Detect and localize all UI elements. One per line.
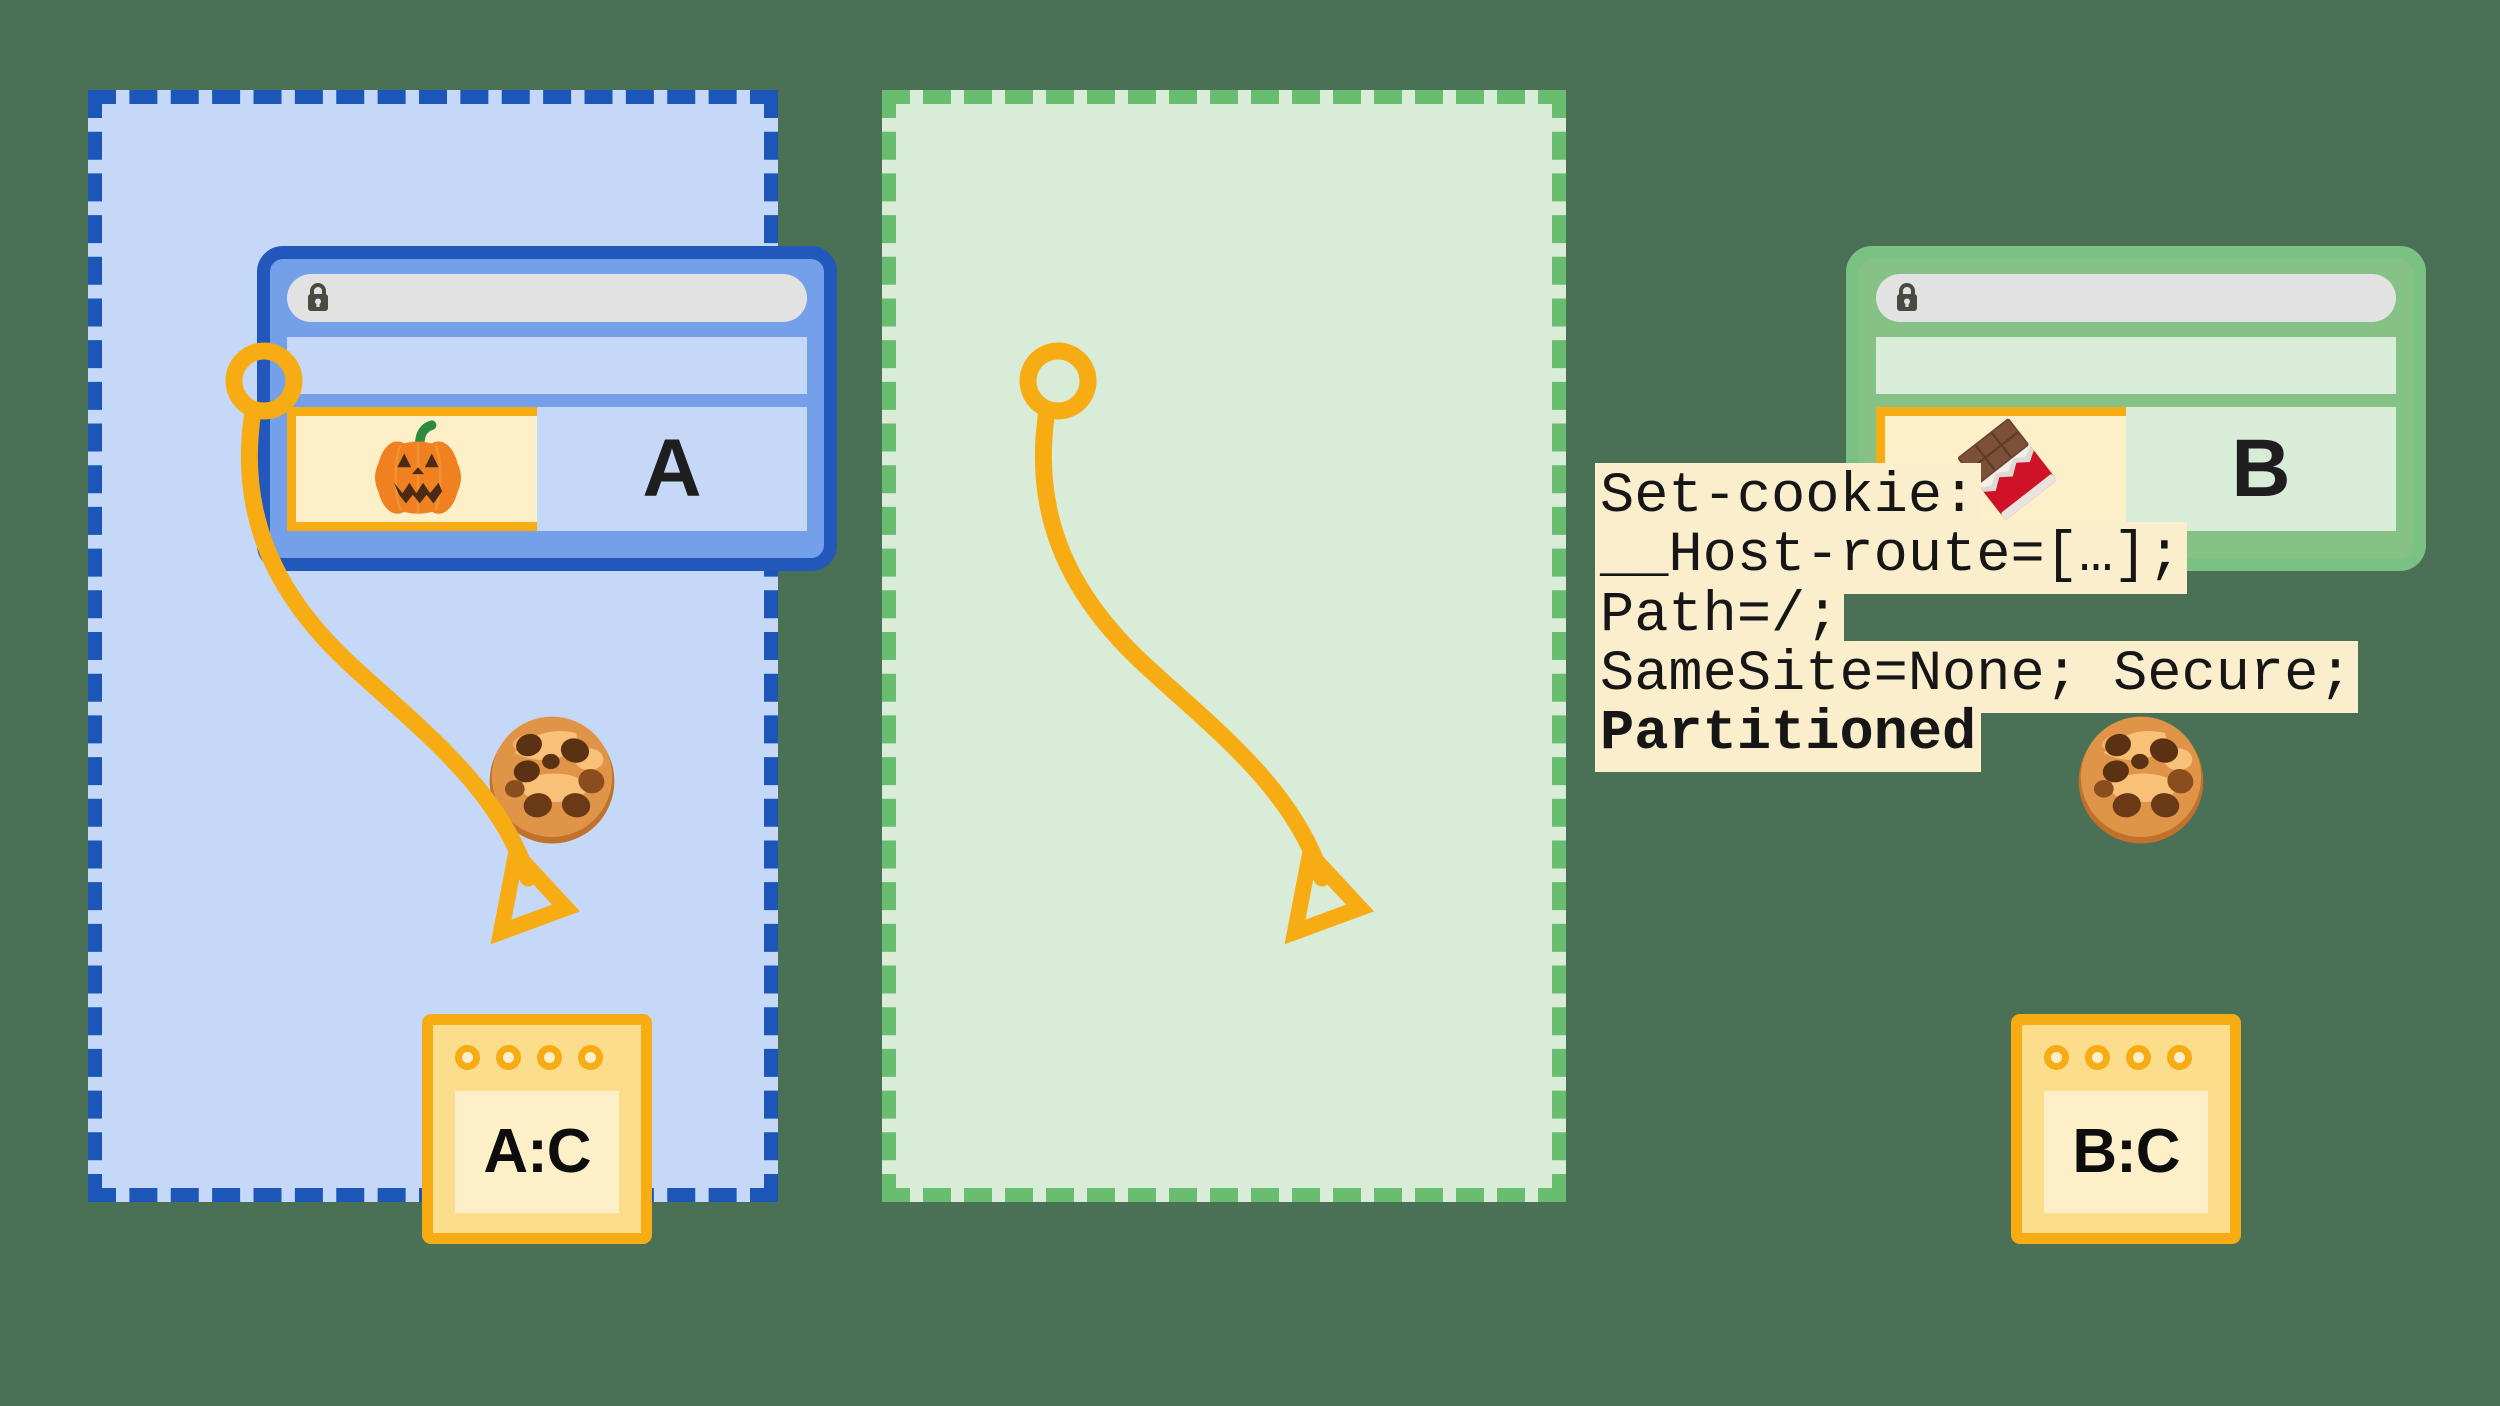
cookie-icon-a <box>482 709 622 849</box>
iframe-a <box>287 407 549 531</box>
code-line-0: Set-cookie: <box>1595 463 2358 535</box>
code-line-3: SameSite=None; Secure; <box>1595 640 2358 713</box>
page-content-a: A <box>537 407 807 531</box>
browser-window-a: A <box>257 246 837 571</box>
lock-icon <box>1897 283 1917 311</box>
code-line-2: Path=/; <box>1595 581 2358 654</box>
site-panel-a: A A:C <box>88 90 837 1244</box>
partition-store-b: B:C <box>2011 1014 2241 1244</box>
page-content-b: B <box>2126 407 2396 531</box>
partition-dot <box>537 1045 562 1070</box>
partition-dot <box>496 1045 521 1070</box>
partition-dot <box>2085 1045 2110 1070</box>
set-cookie-header-code: Set-cookie: __Host-route=[…]; Path=/; Sa… <box>1595 463 2358 773</box>
address-bar-a[interactable] <box>287 274 807 322</box>
code-line-1: __Host-route=[…]; <box>1595 522 2358 595</box>
code-line-text: Path=/; <box>1595 581 1845 654</box>
code-line-4: Partitioned <box>1595 700 2358 773</box>
partition-dots-a <box>455 1045 603 1070</box>
partition-dot <box>578 1045 603 1070</box>
partition-key-b: B:C <box>2072 1117 2180 1186</box>
partition-screen-b: B:C <box>2044 1091 2208 1213</box>
jack-o-lantern-icon <box>375 420 461 514</box>
lock-icon <box>308 283 328 311</box>
browser-toolbar-b <box>1876 337 2396 394</box>
partition-dot <box>2167 1045 2192 1070</box>
site-letter-b: B <box>2231 423 2291 514</box>
partition-dot <box>455 1045 480 1070</box>
partition-dot <box>2044 1045 2069 1070</box>
partition-key-a: A:C <box>483 1117 591 1186</box>
cookie-icon-b <box>2071 709 2211 849</box>
code-line-text: Partitioned <box>1595 700 1982 773</box>
partition-dots-b <box>2044 1045 2192 1070</box>
browser-toolbar-a <box>287 337 807 394</box>
partition-store-a: A:C <box>422 1014 652 1244</box>
partition-dot <box>2126 1045 2151 1070</box>
site-panel-b: B B:C <box>882 90 2426 1244</box>
site-letter-a: A <box>642 423 702 514</box>
address-bar-b[interactable] <box>1876 274 2396 322</box>
partition-screen-a: A:C <box>455 1091 619 1213</box>
